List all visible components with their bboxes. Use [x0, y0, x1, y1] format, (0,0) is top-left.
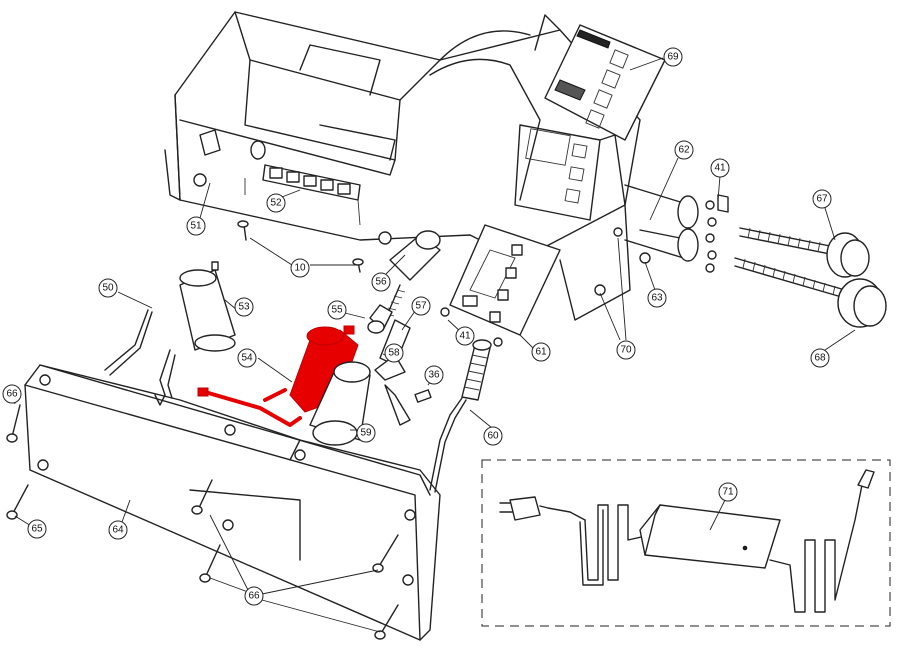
- cable-50: [104, 309, 153, 376]
- svg-text:52: 52: [270, 198, 282, 209]
- label-plate: [544, 24, 666, 141]
- callout-68: 68: [810, 348, 830, 368]
- control-panel: [440, 224, 561, 347]
- svg-text:66: 66: [248, 591, 260, 602]
- callout-52: 52: [266, 193, 286, 213]
- callout-67: 67: [812, 189, 832, 209]
- svg-text:71: 71: [722, 487, 734, 498]
- svg-text:54: 54: [241, 353, 253, 364]
- callout-62: 62: [674, 140, 694, 160]
- svg-text:10: 10: [294, 263, 306, 274]
- callout-56: 56: [371, 272, 391, 292]
- svg-text:63: 63: [651, 293, 663, 304]
- svg-text:60: 60: [487, 431, 499, 442]
- svg-text:50: 50: [102, 283, 114, 294]
- svg-text:64: 64: [112, 525, 124, 536]
- svg-text:51: 51: [190, 221, 202, 232]
- roller-assembly: [367, 230, 441, 426]
- svg-text:53: 53: [238, 302, 250, 313]
- svg-text:36: 36: [428, 370, 440, 381]
- svg-text:69: 69: [667, 52, 679, 63]
- callout-59: 59: [356, 423, 376, 443]
- svg-text:59: 59: [360, 428, 372, 439]
- svg-text:61: 61: [535, 347, 547, 358]
- screw-10: [237, 220, 364, 273]
- callout-51: 51: [186, 216, 206, 236]
- callout-66-left: 66: [2, 384, 22, 404]
- lower-mount-plate: [24, 364, 441, 641]
- callout-69: 69: [663, 47, 683, 67]
- callout-65: 65: [27, 519, 47, 539]
- callout-53: 53: [234, 297, 254, 317]
- callout-61: 61: [531, 342, 551, 362]
- svg-text:57: 57: [415, 301, 427, 312]
- connector-block: [244, 164, 361, 226]
- callout-66-bottom: 66: [244, 586, 264, 606]
- callout-60: 60: [483, 426, 503, 446]
- callout-55: 55: [327, 300, 347, 320]
- svg-text:66: 66: [6, 389, 18, 400]
- callout-70: 70: [616, 340, 636, 360]
- callout-41-bottom: 41: [455, 326, 475, 346]
- highlighted-valve-54: [197, 325, 359, 427]
- knob-bolt-lower: [734, 257, 887, 328]
- svg-text:58: 58: [388, 348, 400, 359]
- callout-10: 10: [290, 258, 310, 278]
- knob-bolt-upper: [739, 227, 870, 278]
- callout-58: 58: [384, 343, 404, 363]
- svg-text:62: 62: [678, 145, 690, 156]
- svg-text:67: 67: [816, 194, 828, 205]
- svg-text:70: 70: [620, 345, 632, 356]
- mount-screws: [6, 404, 399, 640]
- callout-50: 50: [98, 278, 118, 298]
- svg-text:55: 55: [331, 305, 343, 316]
- svg-text:41: 41: [459, 331, 471, 342]
- sensor-cylinder: [159, 261, 236, 399]
- main-housing: [164, 11, 641, 321]
- svg-text:68: 68: [814, 353, 826, 364]
- cylinder-59: [289, 361, 371, 461]
- power-adapter-box: [481, 459, 891, 627]
- callout-36: 36: [424, 365, 444, 385]
- svg-text:56: 56: [375, 277, 387, 288]
- callout-64: 64: [108, 520, 128, 540]
- callout-54: 54: [237, 348, 257, 368]
- callout-63: 63: [647, 288, 667, 308]
- callout-57: 57: [411, 296, 431, 316]
- svg-text:65: 65: [31, 524, 43, 535]
- callout-41-top: 41: [710, 158, 730, 178]
- cable-connector-60: [429, 339, 492, 493]
- power-adapter: [499, 469, 875, 613]
- callout-71: 71: [718, 482, 738, 502]
- rear-mount-plates: [594, 184, 729, 296]
- svg-text:41: 41: [714, 163, 726, 174]
